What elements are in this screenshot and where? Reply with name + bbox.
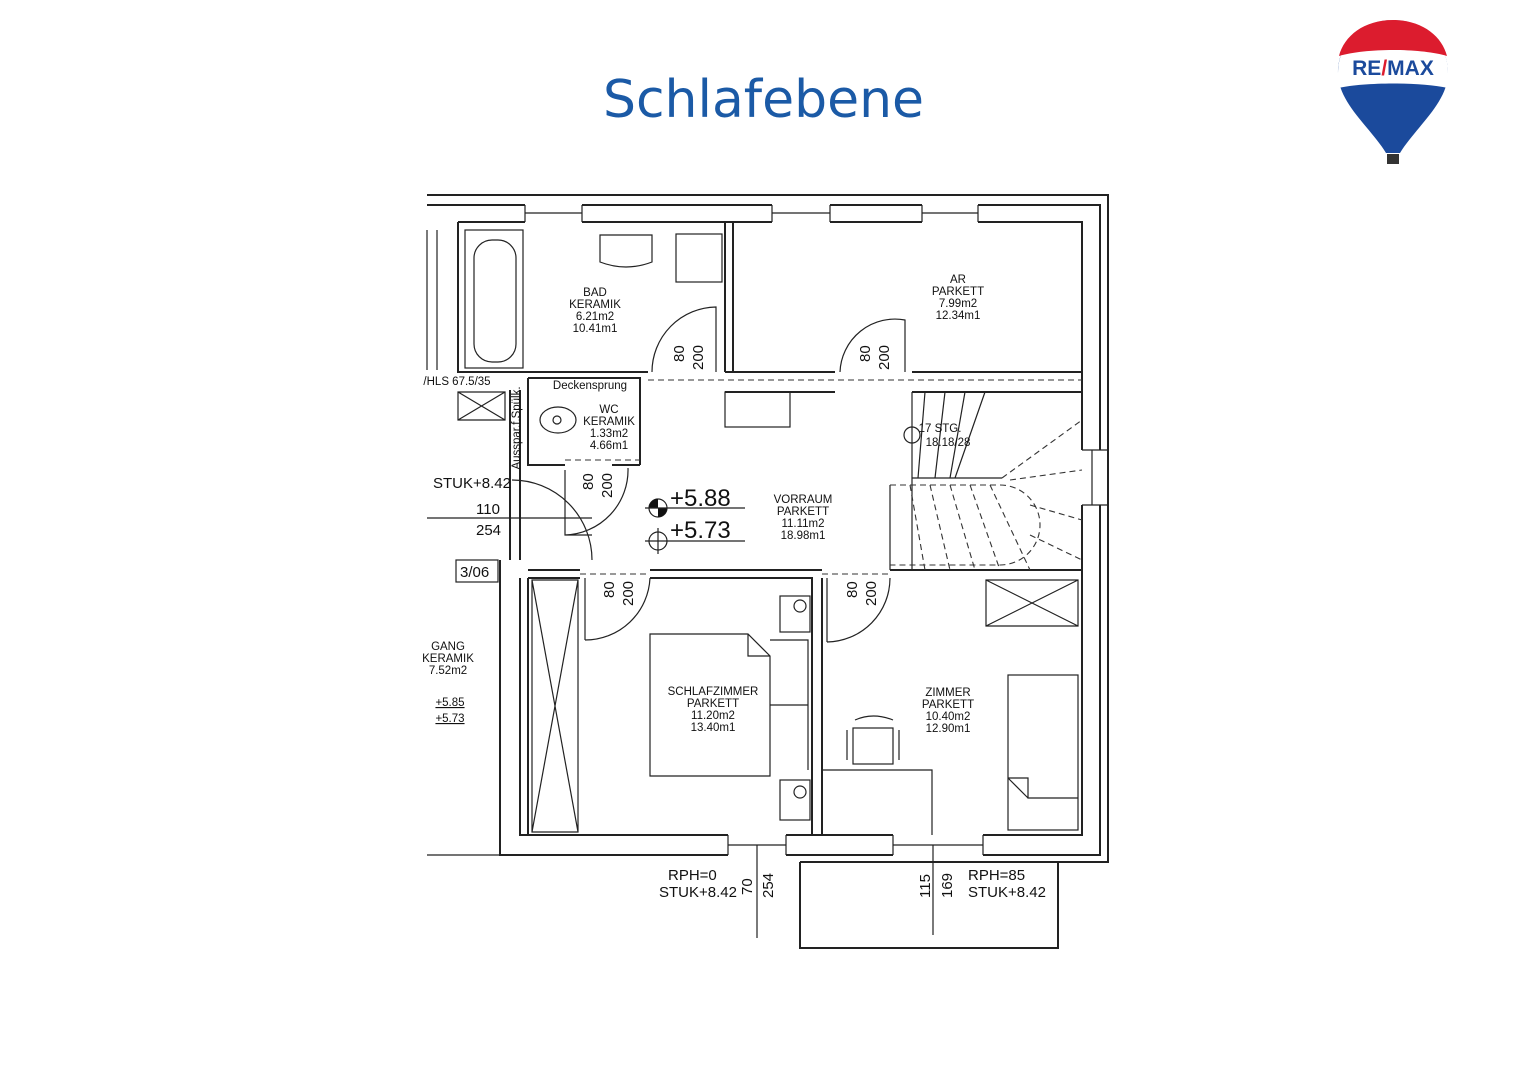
rph-85: RPH=85 — [968, 867, 1025, 884]
room-floor: PARKETT — [922, 699, 974, 711]
stuk-bottom-1: STUK+8.42 — [659, 884, 737, 901]
door-width: 80 — [601, 581, 618, 598]
walls — [426, 194, 1109, 949]
stuk-bottom-2: STUK+8.42 — [968, 884, 1046, 901]
room-area: 6.21m2 — [576, 311, 614, 323]
page-title: Schlafebene — [602, 70, 925, 130]
aussparung-label: Ausspar.f.Spülk. — [511, 386, 523, 469]
dim-169: 169 — [939, 873, 956, 898]
level-top: +5.88 — [670, 485, 731, 512]
dim-254-bottom: 254 — [760, 873, 777, 898]
dim-115: 115 — [917, 874, 934, 898]
door-height: 200 — [599, 473, 616, 498]
room-schlafzimmer: SCHLAFZIMMER PARKETT 11.20m2 13.40m1 — [668, 686, 759, 734]
door-height: 200 — [863, 581, 880, 606]
annotations: 80 200 80 200 80 200 80 200 80 200 Decke… — [423, 345, 1046, 901]
level-bottom: +5.73 — [435, 713, 464, 725]
stairs-ratio: 18.18/28 — [926, 437, 971, 449]
room-area: 11.20m2 — [691, 710, 735, 722]
hls-label: /HLS 67.5/35 — [423, 376, 490, 388]
room-area: 11.11m2 — [781, 518, 824, 530]
room-perimeter: 4.66m1 — [590, 440, 628, 452]
room-floor: KERAMIK — [569, 299, 621, 311]
room-floor: PARKETT — [777, 506, 829, 518]
room-bad: BAD KERAMIK 6.21m2 10.41m1 — [569, 287, 621, 335]
door-height: 200 — [690, 345, 707, 370]
room-perimeter: 18.98m1 — [781, 530, 826, 542]
room-name: SCHLAFZIMMER — [668, 686, 759, 698]
room-name: ZIMMER — [925, 687, 970, 699]
room-vorraum: VORRAUM PARKETT 11.11m2 18.98m1 — [774, 494, 833, 542]
door-height: 200 — [876, 345, 893, 370]
door-dimension: 80 200 80 200 80 200 80 200 80 200 — [580, 345, 893, 606]
dim-110: 110 — [476, 501, 500, 518]
room-perimeter: 13.40m1 — [691, 722, 736, 734]
door-height: 200 — [620, 581, 637, 606]
room-area: 10.40m2 — [926, 711, 971, 723]
room-floor: PARKETT — [932, 286, 984, 298]
room-name: BAD — [583, 287, 607, 299]
remax-balloon-logo: RE/MAX — [1338, 20, 1448, 164]
door-width: 80 — [857, 345, 874, 362]
level-top: +5.85 — [435, 697, 464, 709]
room-name: AR — [950, 274, 966, 286]
room-name: VORRAUM — [774, 494, 833, 506]
room-perimeter: 10.41m1 — [573, 323, 618, 335]
deckensprung-label: Deckensprung — [553, 380, 627, 392]
stairs-count: 17 STG. — [919, 423, 962, 435]
dim-254: 254 — [476, 522, 501, 539]
room-area: 7.52m2 — [429, 665, 467, 677]
stuk-left: STUK+8.42 — [433, 475, 511, 492]
room-gang: GANG KERAMIK 7.52m2 +5.85 +5.73 — [422, 641, 474, 725]
room-area: 7.99m2 — [939, 298, 977, 310]
svg-text:RE/MAX: RE/MAX — [1352, 57, 1434, 80]
room-perimeter: 12.90m1 — [926, 723, 971, 735]
room-floor: KERAMIK — [583, 416, 635, 428]
left-code: 3/06 — [460, 564, 489, 581]
room-zimmer: ZIMMER PARKETT 10.40m2 12.90m1 — [922, 687, 974, 735]
rph-0: RPH=0 — [668, 867, 717, 884]
dim-70: 70 — [739, 878, 756, 895]
level-bottom: +5.73 — [670, 517, 731, 544]
door-width: 80 — [671, 345, 688, 362]
room-name: WC — [599, 404, 618, 416]
room-perimeter: 12.34m1 — [936, 310, 981, 322]
room-floor: KERAMIK — [422, 653, 474, 665]
door-width: 80 — [844, 581, 861, 598]
room-name: GANG — [431, 641, 465, 653]
room-floor: PARKETT — [687, 698, 739, 710]
room-area: 1.33m2 — [590, 428, 628, 440]
door-width: 80 — [580, 473, 597, 490]
room-wc: WC KERAMIK 1.33m2 4.66m1 — [583, 404, 635, 452]
room-ar: AR PARKETT 7.99m2 12.34m1 — [932, 274, 984, 322]
